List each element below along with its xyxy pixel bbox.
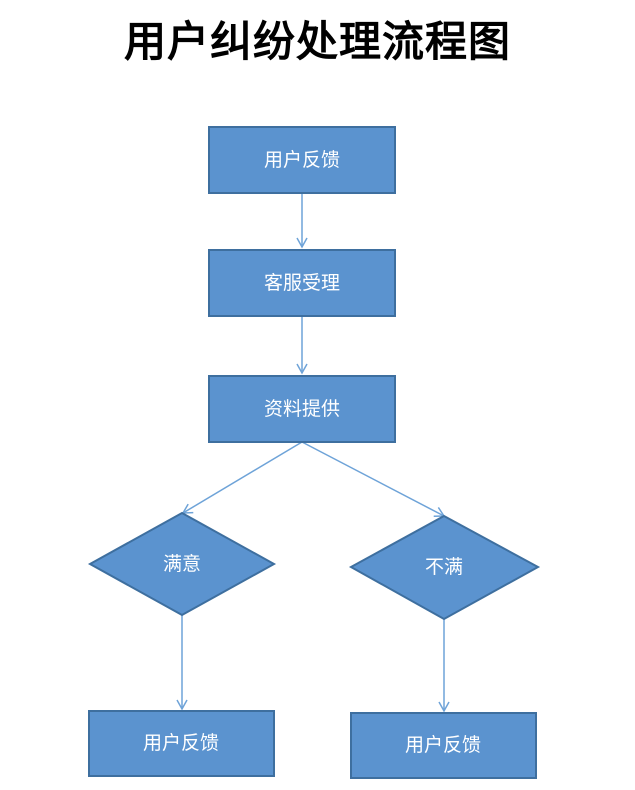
node-label: 用户反馈 (143, 732, 219, 754)
node-customer-service: 客服受理 (208, 249, 396, 317)
connector-info-to-satisfied (181, 441, 303, 514)
page-title: 用户纠纷处理流程图 (123, 17, 511, 66)
node-user-feedback-left: 用户反馈 (88, 710, 275, 777)
node-label: 客服受理 (264, 272, 340, 294)
decision-label: 满意 (163, 553, 201, 575)
node-user-feedback-right: 用户反馈 (350, 712, 537, 779)
node-label: 用户反馈 (405, 734, 481, 756)
decision-label: 不满 (425, 556, 463, 578)
node-user-feedback-top: 用户反馈 (208, 126, 396, 194)
connector-info-to-unsatisfied (301, 441, 446, 518)
decision-unsatisfied: 不满 (348, 514, 541, 621)
node-label: 资料提供 (264, 398, 340, 420)
node-label: 用户反馈 (264, 149, 340, 171)
decision-satisfied: 满意 (87, 511, 277, 617)
node-info-provided: 资料提供 (208, 375, 396, 443)
